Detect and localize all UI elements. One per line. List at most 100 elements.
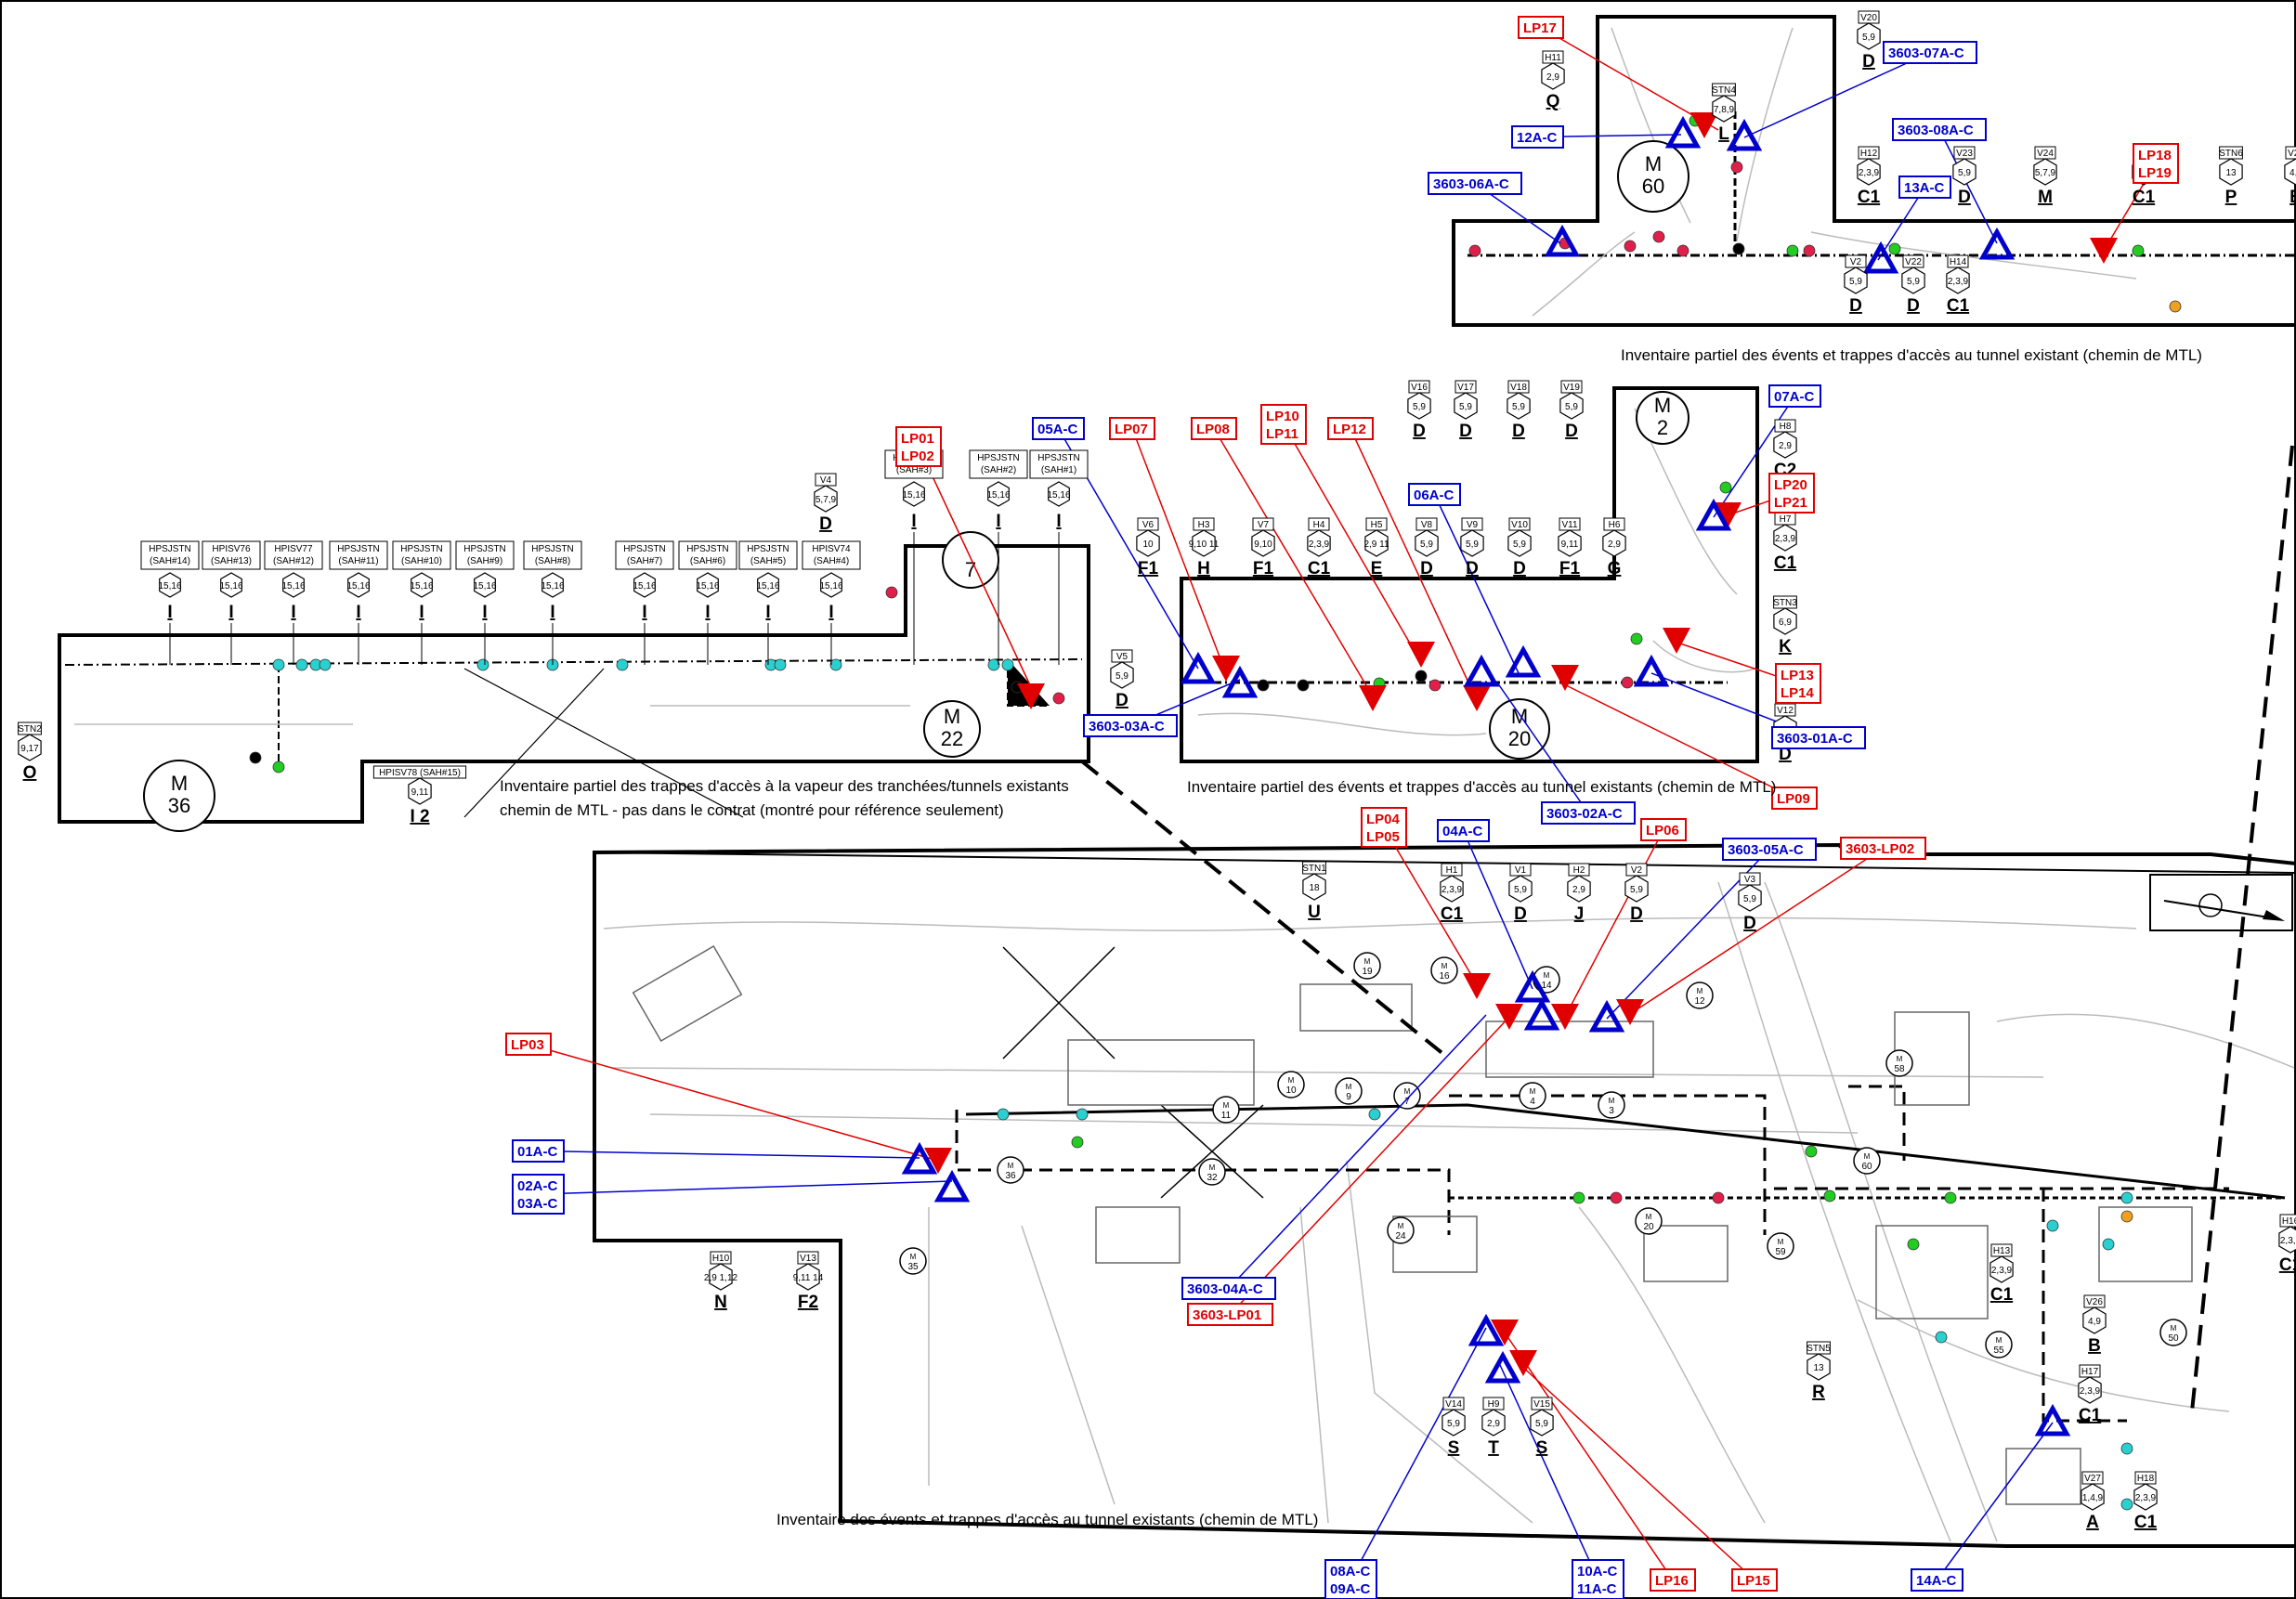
steam-tag-text: HPSJSTN (149, 544, 191, 554)
hex-marker-num: 5,7,9 (2035, 168, 2056, 178)
hex-marker-letter: I 2 (410, 807, 429, 826)
map-point-icon (1676, 244, 1689, 257)
hex-marker-num: 13 (2225, 168, 2237, 178)
hex-marker-letter: D (1630, 904, 1643, 924)
building-number: 36 (168, 794, 190, 817)
red-triangle-icon (1616, 999, 1644, 1025)
hex-marker-letter: G (1608, 559, 1622, 578)
hex-marker-letter: S (1536, 1438, 1548, 1458)
hex-marker-num: 9,11 14 (793, 1273, 824, 1283)
building-16: M16 (1430, 956, 1458, 984)
building-4: M4 (1519, 1082, 1546, 1110)
map-point-icon (319, 658, 332, 671)
red-label-text: LP17 (1523, 20, 1557, 36)
map-point-icon (2120, 1210, 2133, 1223)
steam-tag-6: HPSJSTN(SAH#9)15,16I (455, 540, 515, 665)
svg-text:M: M (1897, 1055, 1903, 1063)
hex-marker-v9: V95,9D (1460, 517, 1484, 578)
blue-triangle-icon (1544, 224, 1581, 257)
map-point-icon (1719, 481, 1732, 494)
blue-label-14a: 14A-C (1911, 1568, 1963, 1592)
svg-text:20: 20 (1643, 1222, 1654, 1232)
red-triangle-icon (1017, 683, 1045, 709)
steam-tag-text: HPSJSTN (400, 544, 443, 554)
steam-tag-text: (SAH#12) (273, 556, 314, 566)
hex-marker-letter: C1 (2133, 188, 2156, 207)
map-point-icon (1621, 676, 1634, 689)
hex-marker-h5: H52,9 11E (1363, 517, 1389, 578)
map-point-icon (1907, 1238, 1920, 1251)
hex-marker-tag: H17 (2081, 1367, 2099, 1377)
steam-tag-text: HPSJSTN (1037, 453, 1080, 463)
hex-marker-num: 5,9 (1513, 540, 1526, 550)
hex-marker-num: 7,8,9 (1714, 105, 1735, 115)
map-point-icon (997, 1108, 1010, 1121)
hex-marker-tag: STN3 (1773, 598, 1797, 608)
blue-triangle-icon (933, 1169, 971, 1202)
steam-tag-9: HPSJSTN(SAH#6)15,16I (678, 540, 737, 665)
hex-marker-tag: H6 (1609, 520, 1621, 530)
hex-marker-num: 2,9 (1608, 540, 1621, 550)
blue-triangle-icon (1862, 240, 1899, 274)
blue-triangle-icon (1633, 654, 1670, 687)
blue-label-3603-08a: 3603-08A-C (1892, 118, 1987, 141)
hex-marker-h16: H162,3,9C1 (2278, 1214, 2296, 1275)
map-point-icon (2046, 1219, 2059, 1232)
hex-marker-num: 2,9 1,12 (704, 1273, 738, 1283)
blue-label-text: 3603-06A-C (1433, 176, 1509, 192)
red-label-3603lp01: 3603-LP01 (1187, 1303, 1273, 1326)
blue-triangle-icon (2034, 1403, 2071, 1436)
map-point-icon (2120, 1442, 2133, 1455)
steam-tag-text: (SAH#7) (627, 556, 662, 566)
building-24: M24 (1387, 1216, 1415, 1244)
map-point-icon (1257, 679, 1270, 692)
building-12: M12 (1686, 982, 1714, 1009)
svg-text:M: M (1364, 957, 1371, 966)
hex-marker-letter: F2 (798, 1293, 818, 1312)
red-triangle-icon (2090, 238, 2118, 264)
hex-marker-tag: H2 (1573, 865, 1585, 876)
svg-text:M: M (1864, 1152, 1871, 1161)
red-label-text: LP15 (1737, 1573, 1770, 1589)
blue-label-07a: 07A-C (1768, 384, 1821, 408)
red-triangle-icon (1551, 665, 1579, 691)
building-9: M9 (1335, 1077, 1363, 1105)
building-number: 2 (1657, 416, 1668, 439)
blue-triangle-icon (1505, 644, 1542, 678)
map-point-icon (1730, 161, 1743, 174)
steam-tag-text: (SAH#4) (814, 556, 849, 566)
hex-marker-letter: C1 (1947, 296, 1970, 316)
blue-label-3603-05a: 3603-05A-C (1722, 838, 1817, 861)
steam-tag-text: (SAH#11) (338, 556, 378, 566)
building-m22-inset: M22 (923, 700, 981, 758)
map-point-icon (987, 658, 1000, 671)
steam-tag-text: (SAH#8) (535, 556, 570, 566)
map-point-icon (2120, 1498, 2133, 1511)
hex-marker-tag: V19 (1563, 383, 1580, 393)
steam-tag-letter: I (642, 603, 646, 622)
svg-text:58: 58 (1894, 1064, 1905, 1074)
steam-tag-num: 15,16 (986, 490, 1010, 500)
steam-tag-10: HPSJSTN(SAH#5)15,16I (738, 540, 798, 665)
hex-marker-v2: V25,9D (1844, 254, 1868, 316)
svg-text:11: 11 (1221, 1111, 1232, 1121)
hex-marker-num: 5,9 (1512, 402, 1525, 412)
map-point-icon (885, 586, 898, 599)
steam-tag-num: 15,16 (346, 581, 370, 592)
main-campus-map (593, 842, 2296, 1548)
steam-tag-letter: I (228, 603, 233, 622)
red-label-text: LP19 (2138, 165, 2172, 181)
hex-marker-num: 2,9 (1572, 885, 1585, 895)
hex-marker-letter: B (2088, 1336, 2101, 1356)
hex-marker-letter: B (2289, 188, 2296, 207)
hex-marker-tag: STN2 (18, 724, 42, 734)
blue-label-3603-01a: 3603-01A-C (1771, 726, 1866, 749)
